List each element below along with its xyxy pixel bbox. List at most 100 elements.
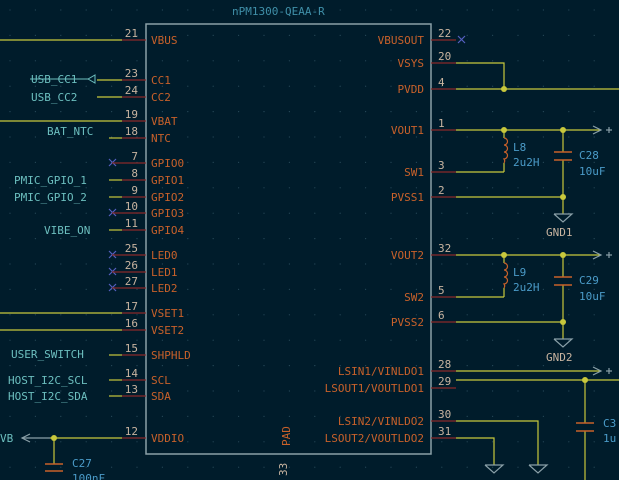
- label-vdd-partial[interactable]: VB: [0, 432, 14, 445]
- pin-name: VOUT1: [391, 124, 424, 137]
- svg-text:PMIC_GPIO_1: PMIC_GPIO_1: [14, 174, 87, 187]
- no-connect-icon: [457, 35, 466, 44]
- inductor-l9[interactable]: [502, 262, 509, 289]
- pin-number: 24: [125, 84, 139, 97]
- pin-name: LED0: [151, 249, 178, 262]
- c28-value: 10uF: [579, 165, 606, 178]
- pin-name: GPIO0: [151, 157, 184, 170]
- ic-body[interactable]: [145, 23, 432, 455]
- label-host-i2c-scl[interactable]: HOST_I2C_SCL: [8, 374, 88, 387]
- gnd-symbols: [484, 213, 574, 474]
- pin-name: LED1: [151, 266, 178, 279]
- label-bat-ntc[interactable]: BAT_NTC: [47, 125, 93, 138]
- pin-number: 15: [125, 342, 138, 355]
- pin-number: 26: [125, 259, 138, 272]
- pin-name: GPIO2: [151, 191, 184, 204]
- pin-number: 31: [438, 425, 451, 438]
- pin-name: LED2: [151, 282, 178, 295]
- pin-number: 28: [438, 358, 451, 371]
- ic-title: nPM1300-QEAA-R: [232, 5, 325, 18]
- label-usb-cc2[interactable]: USB_CC2: [31, 91, 77, 104]
- pin-name: CC1: [151, 74, 171, 87]
- pin-number: 3: [438, 159, 445, 172]
- pad-name: PAD: [280, 426, 293, 446]
- c3x-ref: C3: [603, 417, 616, 430]
- pin-number: 14: [125, 367, 139, 380]
- pin-number: 7: [131, 150, 138, 163]
- c28-ref: C28: [579, 149, 599, 162]
- capacitor-c27[interactable]: [45, 463, 63, 472]
- label-host-i2c-sda[interactable]: HOST_I2C_SDA: [8, 390, 88, 403]
- pin-name: VBAT: [151, 115, 178, 128]
- capacitor-c29[interactable]: [554, 276, 572, 286]
- pin-name: PVSS2: [391, 316, 424, 329]
- pin-name: VBUS: [151, 34, 178, 47]
- label-user-switch[interactable]: USER_SWITCH: [11, 348, 84, 361]
- capacitor-c3x[interactable]: [576, 422, 594, 432]
- c27-value: 100nF: [72, 472, 105, 480]
- pin-number: 18: [125, 125, 138, 138]
- capacitor-c28[interactable]: [554, 151, 572, 161]
- pin-name: SDA: [151, 390, 171, 403]
- svg-text:USB_CC1: USB_CC1: [31, 73, 77, 86]
- pin-name: VBUSOUT: [378, 34, 425, 47]
- pin-name: VDDIO: [151, 432, 184, 445]
- pin-name: VSET1: [151, 307, 184, 320]
- pin-name: VSET2: [151, 324, 184, 337]
- c29-value: 10uF: [579, 290, 606, 303]
- pin-number: 17: [125, 300, 138, 313]
- label-vibe-on[interactable]: VIBE_ON: [44, 224, 90, 237]
- pin-name: LSOUT1/VOUTLDO1: [325, 382, 424, 395]
- pin-number: 13: [125, 383, 138, 396]
- gnd2-label: GND2: [546, 351, 573, 364]
- pin-number: 25: [125, 242, 138, 255]
- l8-ref: L8: [513, 141, 526, 154]
- svg-text:BAT_NTC: BAT_NTC: [47, 125, 93, 138]
- c29-ref: C29: [579, 274, 599, 287]
- label-usb-cc1[interactable]: USB_CC1: [30, 73, 96, 86]
- pin-name: PVDD: [398, 83, 425, 96]
- l9-value: 2u2H: [513, 281, 540, 294]
- pin-name: SCL: [151, 374, 171, 387]
- pad-num: 33: [277, 463, 290, 476]
- svg-text:HOST_I2C_SCL: HOST_I2C_SCL: [8, 374, 88, 387]
- label-pmic-gpio-1[interactable]: PMIC_GPIO_1: [14, 174, 87, 187]
- svg-text:USER_SWITCH: USER_SWITCH: [11, 348, 84, 361]
- label-pmic-gpio-2[interactable]: PMIC_GPIO_2: [14, 191, 87, 204]
- c3x-value: 1u: [603, 432, 616, 445]
- inductor-l8[interactable]: [502, 137, 509, 164]
